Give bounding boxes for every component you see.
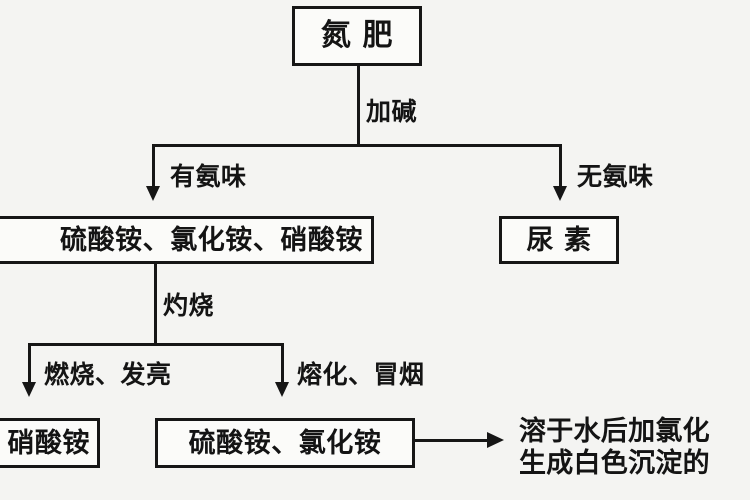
- edge-label-melts-smokes: 熔化、冒烟: [297, 360, 425, 389]
- edge-label-burns-glows: 燃烧、发亮: [44, 360, 172, 389]
- connector-root-stem: [357, 66, 360, 146]
- connector-split-bar-1: [152, 144, 562, 147]
- note-line-1: 溶于水后加氯化: [519, 416, 710, 447]
- node-sulfate-chloride: 硫酸铵、氯化铵: [155, 418, 415, 468]
- connector-branch-ammonia: [152, 144, 155, 188]
- arrowhead-urea-branch: [553, 186, 567, 201]
- edge-label-add-alkali: 加碱: [366, 97, 418, 126]
- edge-label-ignite: 灼烧: [163, 291, 215, 320]
- connector-ignite-stem: [154, 264, 157, 345]
- note-line-2: 生成白色沉淀的: [519, 447, 710, 479]
- node-ammonium-nitrate-label: 硝酸铵: [7, 427, 90, 459]
- connector-split-bar-2: [28, 343, 284, 346]
- connector-branch-urea: [559, 144, 562, 188]
- connector-branch-burns: [28, 343, 31, 384]
- note-barium-chloride-test: 溶于水后加氯化 生成白色沉淀的: [519, 416, 710, 480]
- connector-to-note: [415, 439, 489, 442]
- node-sulfate-chloride-label: 硫酸铵、氯化铵: [188, 427, 382, 459]
- connector-branch-melts: [281, 343, 284, 384]
- arrowhead-burns-branch: [22, 382, 36, 397]
- edge-label-has-ammonia-smell: 有氨味: [170, 162, 247, 191]
- node-ammonium-group-label: 硫酸铵、氯化铵、硝酸铵: [60, 224, 363, 256]
- arrowhead-ammonia-branch: [146, 186, 160, 201]
- node-nitrogen-fertilizer-label: 氮 肥: [320, 18, 394, 53]
- arrowhead-melts-branch: [275, 382, 289, 397]
- edge-label-no-ammonia-smell: 无氨味: [577, 162, 654, 191]
- node-ammonium-nitrate: 硝酸铵: [0, 418, 100, 468]
- node-urea-label: 尿 素: [526, 224, 592, 256]
- node-ammonium-group: 硫酸铵、氯化铵、硝酸铵: [0, 216, 374, 264]
- arrowhead-note: [487, 432, 504, 448]
- node-urea: 尿 素: [499, 216, 619, 264]
- node-nitrogen-fertilizer: 氮 肥: [292, 6, 422, 66]
